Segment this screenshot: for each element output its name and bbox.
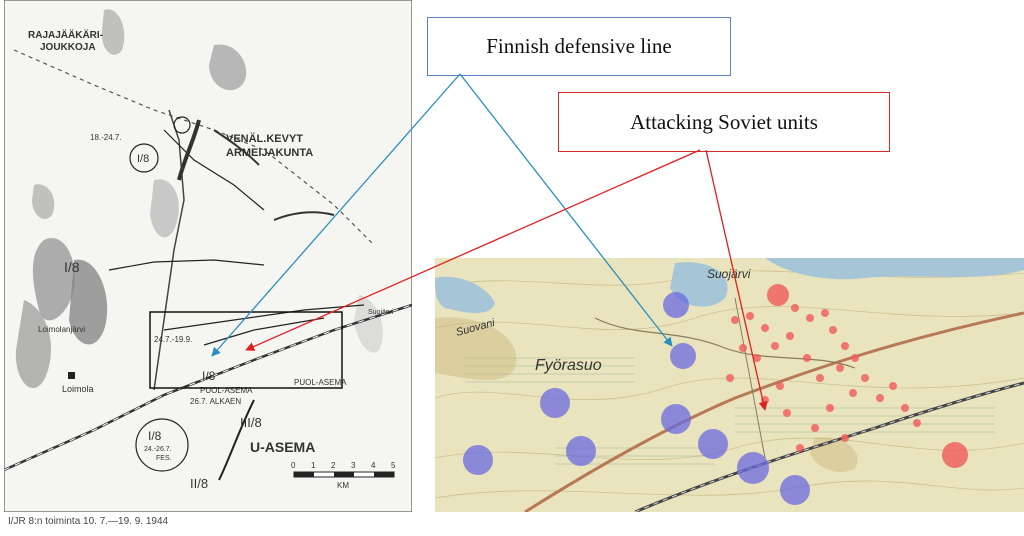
label-loimola: Loimola (62, 384, 94, 394)
callout-finnish-label: Finnish defensive line (486, 34, 672, 58)
label-unit-iii8: III/8 (240, 415, 262, 430)
label-unit-i8-a: I/8 (137, 153, 149, 165)
label-unit-i8-d: I/8 (148, 429, 162, 443)
topo-label-suojarvi: Suojärvi (707, 267, 751, 281)
label-armeijakunta: ARMEIJAKUNTA (226, 147, 313, 159)
label-puol-asema-1: PUOL-ASEMA (200, 386, 253, 395)
label-u-asema: U-ASEMA (250, 439, 315, 455)
callout-soviet-label: Attacking Soviet units (630, 109, 818, 134)
scale-tick-1: 1 (311, 461, 316, 470)
label-fes: FES. (156, 455, 172, 462)
label-unit-i8-c: I/8 (202, 369, 216, 383)
scale-tick-4: 4 (371, 461, 376, 470)
label-loimolanjarvi: Loimolanjärvi (38, 325, 85, 334)
label-puol-asema-2: PUOL-ASEMA (294, 378, 347, 387)
label-date-26-7: 26.7. ALKAEN (190, 397, 241, 406)
scale-unit-km: KM (337, 481, 349, 490)
scale-tick-5: 5 (391, 461, 396, 470)
label-date-24-26: 24.-26.7. (144, 446, 172, 453)
sketch-map-drawing: RAJAJÄÄKÄRI- JOUKKOJA VENÄL.KEVYT ARMEIJ… (3, 0, 413, 513)
callout-finnish-defensive-line: Finnish defensive line (427, 17, 731, 76)
callout-attacking-soviet-units: Attacking Soviet units (558, 92, 890, 152)
topo-map-drawing: Suojärvi Fyörasuo Suovani (434, 258, 1024, 514)
label-joukkoja: JOUKKOJA (40, 42, 96, 53)
label-rajajaakari: RAJAJÄÄKÄRI- (28, 28, 103, 41)
topo-map: Suojärvi Fyörasuo Suovani (434, 258, 1024, 514)
label-unit-ii8: II/8 (190, 476, 208, 491)
topo-label-fyorasuo: Fyörasuo (535, 357, 602, 374)
map-caption: I/JR 8:n toiminta 10. 7.—19. 9. 1944 (8, 516, 169, 527)
scale-tick-3: 3 (351, 461, 356, 470)
label-suojarvi-sketch: Suojärvi (368, 309, 394, 316)
scale-tick-2: 2 (331, 461, 336, 470)
label-unit-i8-b: I/8 (64, 259, 80, 275)
label-date-18-24: 18.-24.7. (90, 133, 122, 142)
label-date-24-19: 24.7.-19.9. (154, 335, 192, 344)
label-venal-kevyt: VENÄL.KEVYT (226, 132, 303, 145)
scale-tick-0: 0 (291, 461, 296, 470)
sketch-map: RAJAJÄÄKÄRI- JOUKKOJA VENÄL.KEVYT ARMEIJ… (3, 0, 413, 513)
